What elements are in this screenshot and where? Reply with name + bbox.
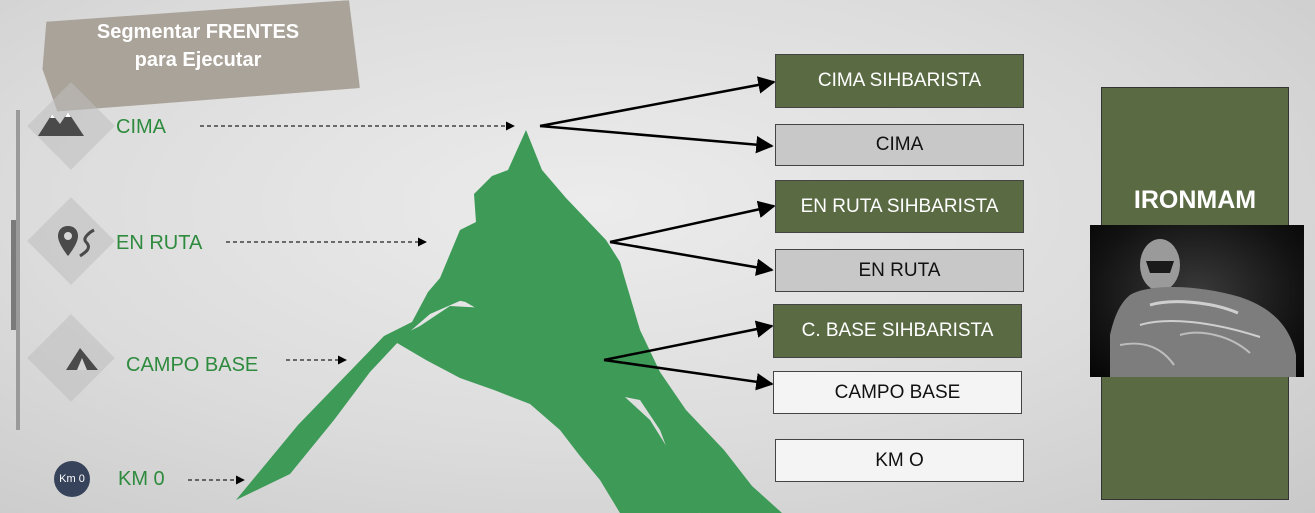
box-en-ruta: EN RUTA — [775, 249, 1024, 292]
box-campo-base: CAMPO BASE — [773, 371, 1022, 414]
slide-title: Segmentar FRENTES para Ejecutar — [70, 18, 326, 74]
box-cima-sihbarista: CIMA SIHBARISTA — [775, 54, 1024, 108]
box-en-ruta-sihbarista: EN RUTA SIHBARISTA — [775, 180, 1024, 233]
level-rail-accent — [11, 220, 16, 330]
tent-icon — [66, 348, 98, 370]
km0-badge-text: Km 0 — [59, 473, 85, 485]
mountain-icon — [38, 112, 84, 136]
arrow-en-ruta-sihbarista — [609, 200, 776, 244]
level-label-cima: CIMA — [116, 116, 166, 138]
mountain-shape — [236, 130, 782, 513]
box-c-base-sihbarista: C. BASE SIHBARISTA — [773, 304, 1022, 358]
box-cima: CIMA — [775, 124, 1024, 166]
ironman-figure-icon — [1110, 239, 1296, 377]
km0-badge-icon: Km 0 — [54, 461, 90, 497]
ironman-figure-image — [1090, 225, 1304, 377]
title-line-2: para Ejecutar — [134, 49, 262, 71]
level-label-campo-base: CAMPO BASE — [126, 354, 259, 376]
title-line-1: Segmentar FRENTES — [96, 21, 300, 43]
arrow-cima — [539, 124, 774, 154]
level-label-km0: KM 0 — [118, 468, 165, 490]
ironman-title: IRONMAM — [1133, 186, 1257, 214]
arrow-en-ruta — [609, 240, 774, 276]
arrow-campo-base — [603, 358, 774, 391]
map-pin-route-icon — [58, 226, 95, 258]
arrow-cima-sihbarista — [539, 76, 776, 128]
level-rail — [16, 110, 20, 430]
level-label-en-ruta: EN RUTA — [116, 232, 203, 254]
arrow-c-base-sihbarista — [603, 320, 774, 362]
box-km-o: KM O — [775, 439, 1024, 482]
